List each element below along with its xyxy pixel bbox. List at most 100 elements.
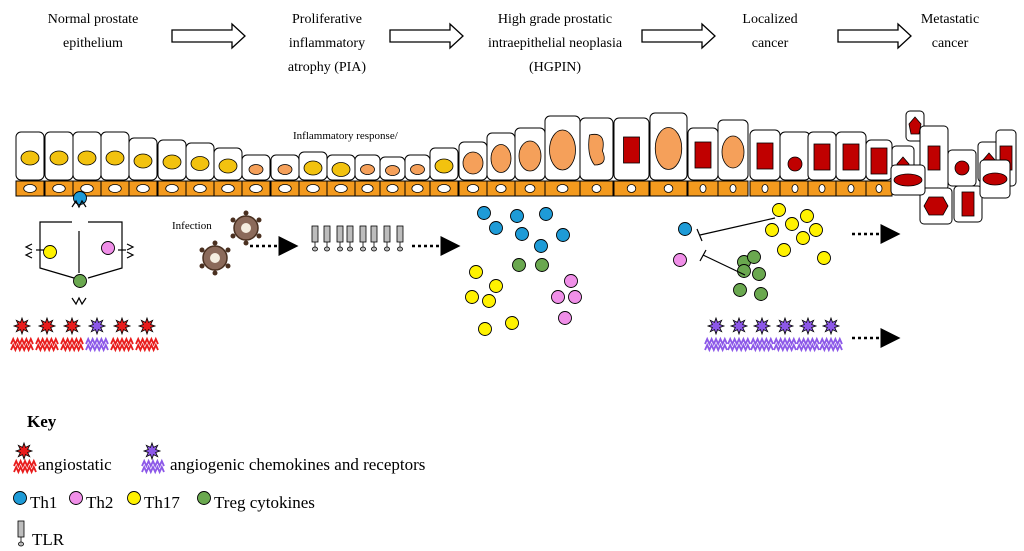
epithelial-cell: [44, 131, 74, 197]
nucleus: [654, 127, 683, 170]
treg-cytokine: [512, 258, 526, 272]
receptor-wave: [60, 336, 84, 353]
tlr-receptor: [396, 225, 404, 252]
th17-cytokine: [482, 294, 496, 308]
stage-label-localized: Localized cancer: [742, 12, 798, 51]
key-angiostatic-label: angiostatic: [38, 455, 112, 474]
metastatic-cell: [919, 187, 953, 225]
receptor-wave: [704, 336, 728, 353]
tlr-receptor: [336, 225, 344, 252]
receptor-wave: [110, 336, 134, 353]
chemokine-star: [798, 316, 818, 336]
th17-cytokine: [785, 217, 799, 231]
epithelial-cell: [544, 115, 581, 197]
th17-cytokine: [800, 209, 814, 223]
receptor-wave: [141, 458, 165, 475]
chemokine-star: [729, 316, 749, 336]
chemokine-star: [37, 316, 57, 336]
key-angiostatic-icon: [13, 441, 37, 475]
tlr-receptor: [311, 225, 319, 252]
nucleus: [410, 164, 425, 175]
th17-cytokine: [469, 265, 483, 279]
key-th1-label: Th1: [30, 493, 58, 512]
chemokine-star: [137, 316, 157, 336]
angiogenic-pair: [727, 316, 751, 353]
receptor-wave: [35, 336, 59, 353]
cytokine-cells: [43, 191, 831, 336]
chemokine-star: [112, 316, 132, 336]
angiostatic-pair: [35, 316, 59, 353]
metastatic-cell: [947, 149, 977, 187]
epithelial-cell: [717, 119, 749, 197]
receptor-wave: [135, 336, 159, 353]
nucleus: [927, 145, 941, 171]
chemokine-star: [12, 316, 32, 336]
th17-cytokine: [796, 231, 810, 245]
nucleus: [77, 150, 97, 166]
key-th2-icon: [69, 491, 83, 505]
immune-balance-loop: [24, 199, 135, 306]
stage-label-normal: Normal prostate epithelium: [47, 12, 139, 51]
tlr-receptor: [346, 225, 354, 252]
inhibition-lines: [696, 217, 776, 276]
epithelial-cell: [458, 141, 488, 197]
th1-cytokine: [515, 227, 529, 241]
receptor-wave: [819, 336, 843, 353]
nucleus: [908, 116, 922, 135]
epithelial-cell: [270, 154, 300, 197]
nucleus: [434, 158, 454, 174]
nucleus: [982, 172, 1008, 186]
th1-cytokine: [489, 221, 503, 235]
epithelial-cell: [514, 127, 546, 197]
nucleus: [588, 133, 605, 166]
stage-arrow-4: [837, 22, 912, 50]
epithelial-cell: [579, 117, 614, 197]
key-th1-icon: [13, 491, 27, 505]
metastatic-cell: [890, 164, 926, 196]
angiogenic-pair: [819, 316, 843, 353]
th2-cytokine: [564, 274, 578, 288]
key-th17-label: Th17: [144, 493, 180, 512]
th17-cytokine: [765, 223, 779, 237]
epithelial-cell: [865, 139, 893, 197]
angiostatic-pair: [60, 316, 84, 353]
dotted-arrows: [250, 224, 901, 348]
tlr-receptor: [323, 225, 331, 252]
nucleus: [893, 173, 923, 187]
th2-cytokine: [568, 290, 582, 304]
epithelial-cell: [687, 127, 719, 197]
chemokine-receptor-pairs: [10, 316, 843, 353]
epithelial-cell: [157, 139, 187, 197]
chemokine-star: [87, 316, 107, 336]
nucleus: [842, 143, 860, 171]
epithelial-cell: [213, 147, 243, 197]
nucleus: [218, 158, 238, 174]
epithelial-cell: [749, 129, 781, 197]
tlr-receptors: [311, 225, 404, 252]
th1-cytokine: [534, 239, 548, 253]
epithelial-cell: [128, 137, 158, 197]
stage-label-pia: Proliferative inflammatory atrophy (PIA): [287, 12, 367, 75]
nucleus: [518, 140, 542, 172]
nucleus: [190, 156, 210, 171]
stage-arrow-1: [171, 22, 246, 50]
nucleus: [787, 156, 803, 172]
infection-label: Infection: [172, 220, 212, 232]
nucleus: [923, 196, 949, 216]
nucleus: [277, 164, 293, 175]
epithelial-cell: [100, 131, 130, 197]
nucleus: [813, 143, 831, 171]
receptor-wave: [773, 336, 797, 353]
th17-cytokine: [505, 316, 519, 330]
epithelial-cell: [835, 131, 867, 197]
angiostatic-pair: [135, 316, 159, 353]
nucleus: [20, 150, 40, 166]
key-angiogenic-label: angiogenic chemokines and receptors: [170, 455, 426, 474]
treg-cytokine: [752, 267, 766, 281]
angiogenic-pair: [773, 316, 797, 353]
th2-cytokine: [101, 241, 115, 255]
epithelial-cell: [326, 154, 356, 197]
epithelial-cell: [72, 131, 102, 197]
epithelial-cell: [241, 154, 271, 197]
stage-arrows: [171, 22, 912, 50]
